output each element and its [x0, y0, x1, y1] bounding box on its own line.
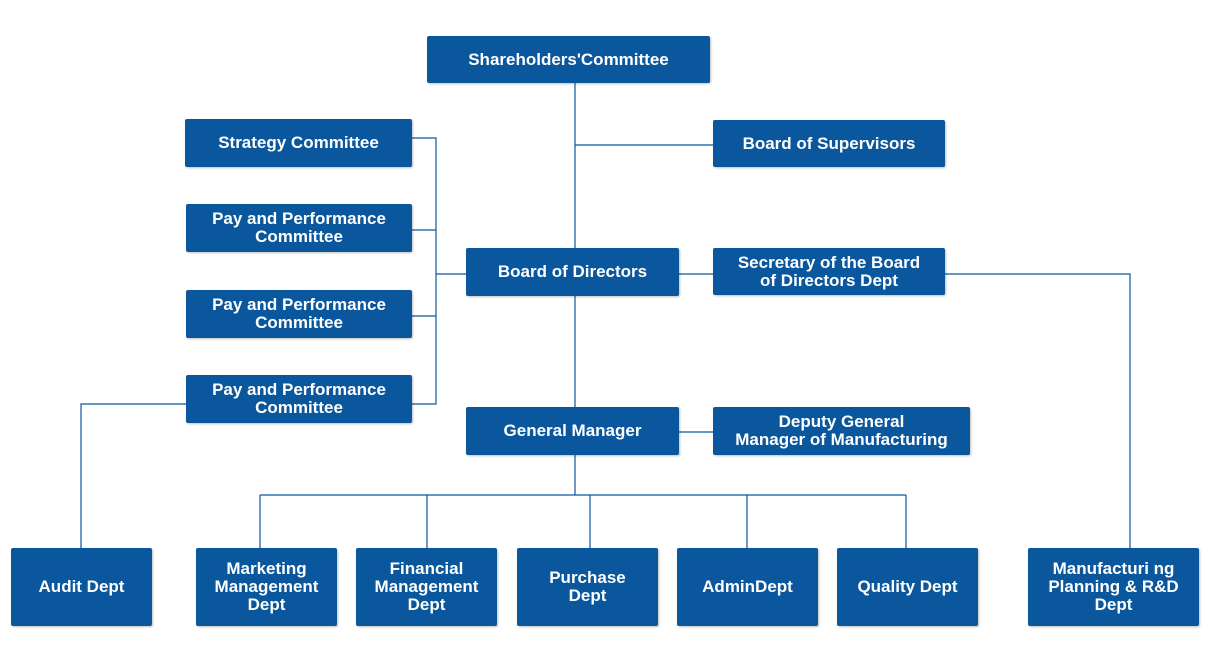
pay-performance-committee-box-1: Pay and Performance Committee [186, 204, 412, 252]
marketing-dept-box: Marketing Management Dept [196, 548, 337, 626]
deputy-gm-label: Deputy General Manager of Manufacturing [735, 412, 948, 449]
pay-performance-committee-box-3: Pay and Performance Committee [186, 375, 412, 423]
board-of-supervisors-label: Board of Supervisors [742, 133, 916, 153]
financial-dept-label: Financial Management Dept [374, 559, 479, 614]
pay-performance-committee-box-2: Pay and Performance Committee [186, 290, 412, 338]
audit-dept-label: Audit Dept [38, 577, 125, 596]
board-of-supervisors-box: Board of Supervisors [713, 120, 945, 167]
secretary-board-box: Secretary of the Board of Directors Dept [713, 248, 945, 295]
financial-dept-box: Financial Management Dept [356, 548, 497, 626]
strategy-committee-label: Strategy Committee [218, 133, 379, 152]
strategy-committee-box: Strategy Committee [185, 119, 412, 167]
marketing-dept-label: Marketing Management Dept [214, 559, 319, 614]
purchase-dept-box: Purchase Dept [517, 548, 658, 626]
general-manager-box: General Manager [466, 407, 679, 455]
quality-dept-box: Quality Dept [837, 548, 978, 626]
shareholders-committee-label: Shareholders'Committee [468, 49, 669, 69]
connector-committees-bracket [411, 137, 437, 405]
pay-performance-committee-label-2: Pay and Performance Committee [212, 295, 386, 332]
connector-gm-to-depts [259, 455, 907, 548]
purchase-dept-label: Purchase Dept [549, 568, 626, 605]
general-manager-label: General Manager [503, 421, 642, 440]
manufacturing-dept-label: Manufacturi ng Planning & R&D Dept [1048, 559, 1179, 614]
admin-dept-label: AdminDept [702, 577, 793, 596]
board-of-directors-label: Board of Directors [497, 262, 648, 281]
deputy-gm-box: Deputy General Manager of Manufacturing [713, 407, 970, 455]
audit-dept-box: Audit Dept [11, 548, 152, 626]
secretary-board-label: Secretary of the Board of Directors Dept [737, 252, 921, 290]
manufacturing-dept-box: Manufacturi ng Planning & R&D Dept [1028, 548, 1199, 626]
quality-dept-label: Quality Dept [857, 577, 958, 596]
shareholders-committee-box: Shareholders'Committee [427, 36, 710, 83]
pay-performance-committee-label-3: Pay and Performance Committee [212, 380, 386, 417]
connector-secretary-to-manufacturing [944, 273, 1131, 548]
connector-committee-to-audit [80, 403, 186, 548]
pay-performance-committee-label-1: Pay and Performance Committee [212, 209, 386, 246]
board-of-directors-box: Board of Directors [466, 248, 679, 296]
admin-dept-box: AdminDept [677, 548, 818, 626]
